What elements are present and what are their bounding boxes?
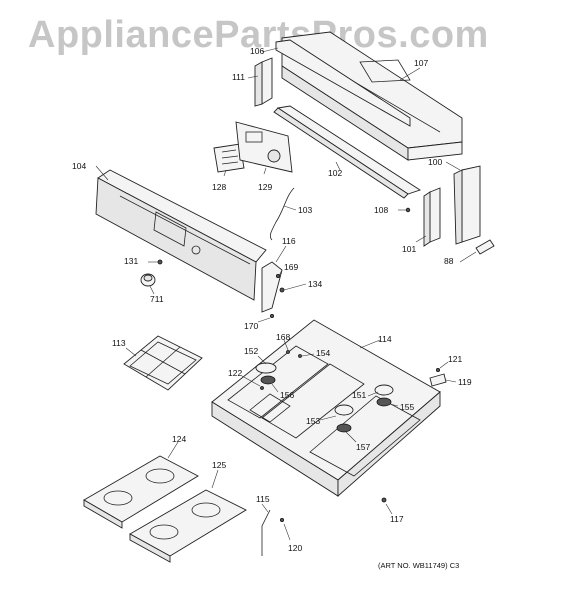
label-121: 121 [448, 354, 462, 364]
label-131: 131 [124, 256, 138, 266]
label-114: 114 [378, 334, 392, 344]
part-104-control-panel [95, 169, 267, 301]
part-114-cooktop [211, 319, 441, 497]
label-154: 154 [316, 348, 330, 358]
label-170: 170 [244, 321, 258, 331]
label-104: 104 [72, 161, 86, 171]
label-117: 117 [390, 514, 404, 524]
label-107: 107 [414, 58, 428, 68]
label-152: 152 [244, 346, 258, 356]
part-100-side-bracket [453, 165, 481, 245]
part-108-screw [405, 207, 411, 213]
part-156-burner-head [260, 375, 276, 385]
part-155-burner-head [376, 397, 392, 407]
part-113-burner-grate [123, 335, 203, 391]
label-151: 151 [352, 390, 366, 400]
part-88-cylinder [475, 239, 495, 255]
label-122: 122 [228, 368, 242, 378]
label-101: 101 [402, 244, 416, 254]
label-108: 108 [374, 205, 388, 215]
part-131-screw [157, 259, 163, 265]
label-111: 111 [232, 72, 245, 82]
label-711: 711 [150, 294, 164, 304]
label-134: 134 [308, 279, 322, 289]
label-120: 120 [288, 543, 302, 553]
part-101-end-bracket [423, 187, 441, 247]
part-170-screw [269, 313, 274, 318]
label-128: 128 [212, 182, 226, 192]
part-129-clock-module [235, 121, 293, 173]
label-113: 113 [112, 338, 126, 348]
part-157-burner-head [336, 423, 352, 433]
label-88: 88 [444, 256, 454, 266]
label-100: 100 [428, 157, 442, 167]
art-number: (ART NO. WB11749) C3 [378, 561, 459, 570]
label-124: 124 [172, 434, 186, 444]
label-169: 169 [284, 262, 298, 272]
label-103: 103 [298, 205, 312, 215]
watermark-text: AppliancePartsPros.com [28, 14, 489, 56]
label-116: 116 [282, 236, 296, 246]
part-119-hinge [429, 373, 447, 387]
label-168: 168 [276, 332, 290, 342]
label-125: 125 [212, 460, 226, 470]
part-111-end-bracket [254, 57, 273, 107]
part-128-control-board [213, 143, 245, 173]
part-120-screw [279, 518, 284, 523]
label-119: 119 [458, 377, 472, 387]
part-122-igniter [260, 386, 264, 390]
label-153: 153 [306, 416, 320, 426]
label-102: 102 [328, 168, 342, 178]
part-169-screw [275, 273, 280, 278]
label-129: 129 [258, 182, 272, 192]
part-134-screw [279, 287, 285, 293]
part-124-drip-pan [83, 455, 199, 529]
part-116-end-cap [261, 261, 283, 313]
part-107-backsplash [281, 31, 463, 161]
part-102-rail [273, 105, 422, 199]
part-168-screw [286, 350, 290, 354]
part-121-screw [435, 367, 440, 372]
part-711-knob [140, 273, 156, 287]
label-106: 106 [250, 46, 264, 56]
label-157: 157 [356, 442, 370, 452]
label-156: 156 [280, 390, 294, 400]
label-115: 115 [256, 494, 270, 504]
part-117-screw [381, 497, 387, 503]
part-152-burner-cap [255, 362, 277, 374]
leader-lines [95, 47, 477, 541]
part-115-rod [261, 509, 271, 556]
label-155: 155 [400, 402, 414, 412]
part-151-burner-cap [374, 384, 394, 396]
part-103-wire [269, 187, 295, 241]
part-153-burner-cap [334, 404, 354, 416]
part-154-igniter [298, 354, 302, 358]
part-125-drip-pan [129, 489, 247, 563]
part-labels: 106 107 111 104 128 129 102 100 103 108 … [72, 46, 472, 553]
